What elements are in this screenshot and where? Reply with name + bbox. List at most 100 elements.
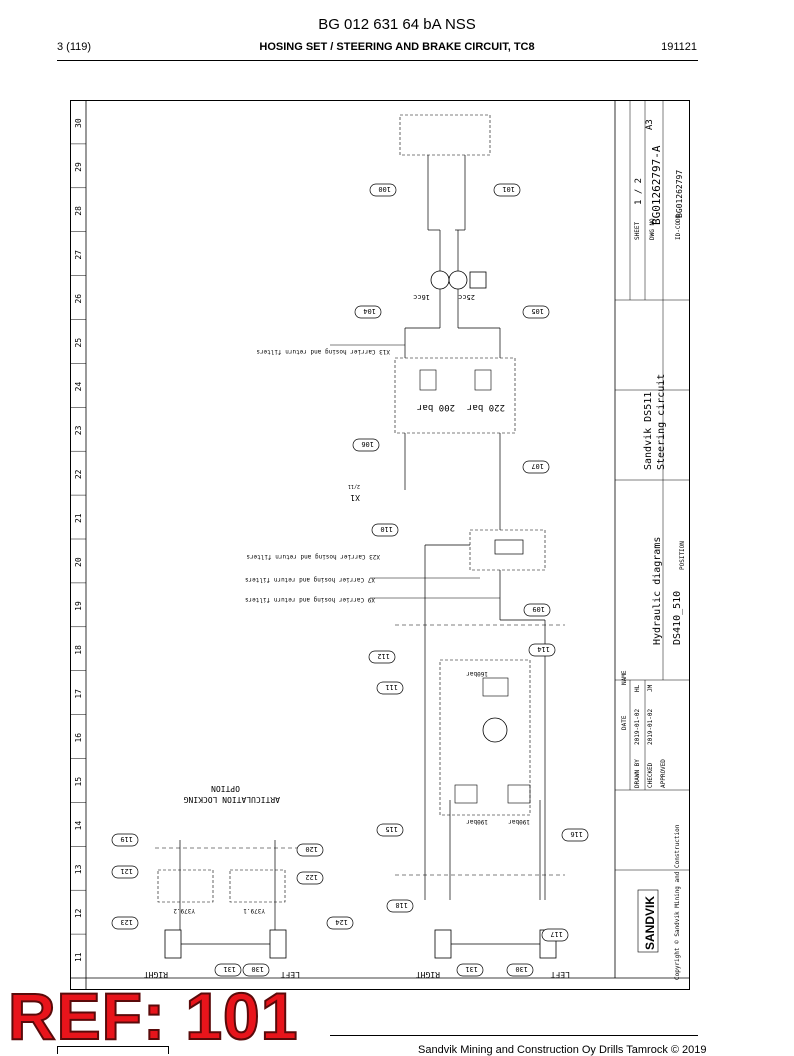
label-160bar: 160bar — [466, 670, 488, 677]
label-x9: X9 Carrier hosing and return filters — [245, 596, 375, 603]
title-checked-name: JM — [647, 684, 654, 692]
callout-label: 116 — [570, 830, 583, 838]
title-position: POSITION — [679, 541, 686, 570]
callout-bubble: 118 — [386, 899, 414, 913]
hydraulic-schematic-drawing: 3029282726252423222120191817161514131211… — [70, 100, 690, 990]
label-right-main: RIGHT — [416, 970, 440, 979]
label-x1-note: 2/11 — [348, 483, 360, 489]
header-divider — [57, 60, 698, 61]
callout-label: 110 — [380, 525, 393, 533]
grid-number: 24 — [74, 382, 83, 392]
title-approved: APPROVED — [660, 759, 667, 788]
callout-bubble: 104 — [354, 305, 382, 319]
page-number: 3 (119) — [57, 41, 92, 53]
pump-25cc — [448, 270, 468, 290]
callout-label: 122 — [305, 873, 318, 881]
title-type: Hydraulic diagrams — [652, 537, 663, 645]
title-sheet-label: SHEET — [634, 222, 641, 240]
lock-cylinder-right — [164, 929, 182, 959]
header-date: 191121 — [661, 41, 697, 53]
footer-divider — [330, 1035, 698, 1036]
callout-bubble: 112 — [368, 650, 396, 664]
label-left-main: LEFT — [551, 970, 570, 979]
callout-bubble: 100 — [369, 183, 397, 197]
callout-bubble: 130 — [506, 963, 534, 977]
callout-bubble: 117 — [541, 928, 569, 942]
tank-box — [399, 114, 491, 156]
callout-label: 105 — [531, 307, 544, 315]
motor-box — [469, 271, 487, 289]
callout-label: 106 — [361, 440, 374, 448]
callout-label: 131 — [465, 965, 478, 973]
callout-label: 112 — [377, 652, 390, 660]
callout-label: 119 — [120, 835, 133, 843]
callout-label: 118 — [395, 901, 408, 909]
grid-number: 20 — [74, 557, 83, 567]
callout-bubble: 107 — [522, 460, 550, 474]
section-title: HOSING SET / STEERING AND BRAKE CIRCUIT,… — [259, 41, 535, 53]
callout-label: 131 — [223, 965, 236, 973]
label-x13: X13 Carrier hosing and return filters — [256, 348, 390, 355]
callout-label: 123 — [120, 918, 133, 926]
steering-valve-block — [394, 357, 516, 434]
grid-number: 29 — [74, 162, 83, 172]
title-subject: Steering circuit — [656, 374, 667, 470]
label-200bar: 200 bar — [416, 402, 455, 412]
title-project: Sandvik DS511 — [643, 392, 654, 470]
grid-number: 13 — [74, 864, 83, 874]
callout-label: 111 — [385, 683, 398, 691]
ref-stamp: REF: 101 — [7, 979, 299, 1053]
title-drawn-by: DRAWN BY — [634, 759, 641, 788]
grid-number: 14 — [74, 821, 83, 831]
callout-bubble: 106 — [352, 438, 380, 452]
callout-label: 104 — [363, 307, 376, 315]
callout-label: 130 — [515, 965, 528, 973]
title-code: DS410_510 — [672, 591, 683, 645]
callout-label: 114 — [537, 645, 550, 653]
callout-label: 107 — [531, 462, 544, 470]
title-drawn-name: HL — [634, 684, 641, 692]
title-sheet: 1 / 2 — [634, 178, 644, 205]
label-220bar: 220 bar — [466, 402, 505, 412]
label-y379-1: Y379.1 — [243, 907, 265, 914]
callout-bubble: 130 — [242, 963, 270, 977]
callout-label: 130 — [251, 965, 264, 973]
title-drawn-date: 2019-01-02 — [634, 708, 641, 745]
callout-label: 120 — [305, 845, 318, 853]
steering-unit — [439, 659, 531, 816]
sandvik-logo: SANDVIK — [643, 896, 657, 950]
drawing-border — [70, 100, 690, 990]
title-checked-date: 2019-01-02 — [647, 708, 654, 745]
callout-bubble: 124 — [326, 916, 354, 930]
label-art-lock: ARTICULATION LOCKING — [183, 795, 280, 804]
callout-bubble: 109 — [523, 603, 551, 617]
callout-bubble: 110 — [371, 523, 399, 537]
callout-label: 124 — [335, 918, 348, 926]
label-x7: X7 Carrier hosing and return filters — [245, 576, 375, 583]
callout-bubble: 101 — [493, 183, 521, 197]
grid-number: 30 — [74, 118, 83, 128]
title-dwg-no: BG01262797-A — [650, 145, 663, 225]
sandvik-logo-box — [637, 889, 659, 953]
label-x1: X1 — [350, 493, 360, 502]
pump-16cc — [430, 270, 450, 290]
grid-number: 18 — [74, 645, 83, 655]
grid-number: 16 — [74, 733, 83, 743]
callout-label: 101 — [502, 185, 515, 193]
label-16cc: 16cc — [413, 293, 430, 301]
title-id-code: BG01262797 — [675, 170, 684, 218]
grid-number: 11 — [74, 952, 83, 962]
grid-number: 27 — [74, 250, 83, 260]
callout-bubble: 131 — [214, 963, 242, 977]
grid-number: 23 — [74, 425, 83, 435]
title-dwg-label: DWG NO — [649, 218, 656, 240]
callout-label: 100 — [378, 185, 391, 193]
title-size: A3 — [645, 119, 655, 130]
label-x23: X23 Carrier hosing and return filters — [246, 553, 380, 560]
lock-cylinder-left — [269, 929, 287, 959]
callout-bubble: 111 — [376, 681, 404, 695]
title-copyright: Copyright © Sandvik Mining and Construct… — [674, 824, 681, 980]
callout-bubble: 116 — [561, 828, 589, 842]
